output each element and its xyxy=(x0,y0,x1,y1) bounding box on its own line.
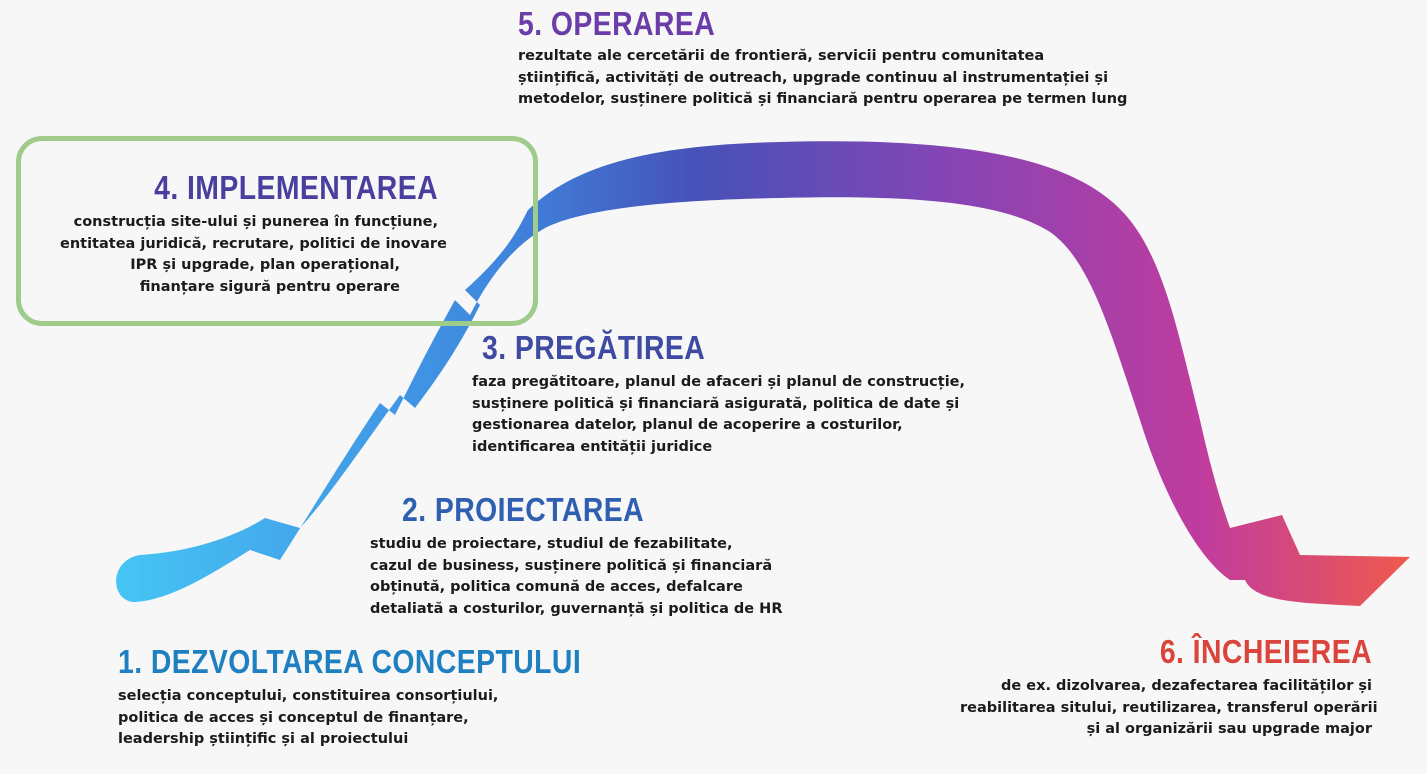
stage-title: 3. PREGĂTIREA xyxy=(482,329,706,366)
description-line: obținută, politica comună de acces, defa… xyxy=(370,579,743,595)
description-line: leadership științific și al proiectului xyxy=(118,731,409,747)
description-line: detaliată a costurilor, guvernanță și po… xyxy=(370,600,783,617)
stage-title: 6. ÎNCHEIEREA xyxy=(1159,633,1372,670)
description-line: faza pregătitoare, planul de afaceri și … xyxy=(472,374,966,390)
stage-description: selecția conceptului, constituirea conso… xyxy=(118,686,657,751)
description-line: susținere politică și financiară asigura… xyxy=(472,395,960,412)
stage-preparation: 3. PREGĂTIREA faza pregătitoare, planul … xyxy=(472,328,965,458)
description-line: construcția site-ului și punerea în func… xyxy=(73,214,438,230)
description-line: finanțare sigură pentru operare xyxy=(139,278,400,295)
description-line: entitatea juridică, recrutare, politici … xyxy=(60,235,447,252)
stage-implementation: 4. IMPLEMENTAREA construcția site-ului ș… xyxy=(60,168,447,298)
stage-concept-development: 1. DEZVOLTAREA CONCEPTULUI selecția conc… xyxy=(118,642,657,751)
description-line: metodelor, susținere politică și financi… xyxy=(518,91,1128,107)
stage-description: rezultate ale cercetării de frontieră, s… xyxy=(518,46,1127,111)
stage-title: 5. OPERAREA xyxy=(518,5,716,42)
stage-description: studiu de proiectare, studiul de fezabil… xyxy=(370,534,782,620)
stage-description: construcția site-ului și punerea în func… xyxy=(60,212,447,298)
description-line: rezultate ale cercetării de frontieră, s… xyxy=(518,48,1045,64)
stage-design: 2. PROIECTAREA studiu de proiectare, stu… xyxy=(370,490,782,620)
stage-description: de ex. dizolvarea, dezafectarea facilită… xyxy=(960,676,1378,741)
description-line: și al organizării sau upgrade major xyxy=(1086,721,1372,737)
description-line: IPR și upgrade, plan operațional, xyxy=(130,257,400,273)
stage-operation: 5. OPERAREA rezultate ale cercetării de … xyxy=(518,4,1127,111)
description-line: selecția conceptului, constituirea conso… xyxy=(118,688,499,704)
stage-title: 4. IMPLEMENTAREA xyxy=(154,169,438,206)
description-line: identificarea entității juridice xyxy=(472,438,713,455)
stage-title: 1. DEZVOLTAREA CONCEPTULUI xyxy=(118,643,582,680)
stage-termination: 6. ÎNCHEIEREA de ex. dizolvarea, dezafec… xyxy=(960,632,1378,741)
stage-title: 2. PROIECTAREA xyxy=(402,491,645,528)
description-line: gestionarea datelor, planul de acoperire… xyxy=(472,417,903,433)
stage-description: faza pregătitoare, planul de afaceri și … xyxy=(472,372,965,458)
description-line: științifică, activități de outreach, upg… xyxy=(518,69,1109,86)
description-line: reabilitarea sitului, reutilizarea, tran… xyxy=(960,699,1378,716)
description-line: politica de acces și conceptul de finanț… xyxy=(118,709,469,726)
arrow-body xyxy=(116,141,1410,607)
description-line: cazul de business, susținere politică și… xyxy=(370,557,773,574)
description-line: studiu de proiectare, studiul de fezabil… xyxy=(370,536,733,552)
description-line: de ex. dizolvarea, dezafectarea facilită… xyxy=(1001,678,1372,694)
